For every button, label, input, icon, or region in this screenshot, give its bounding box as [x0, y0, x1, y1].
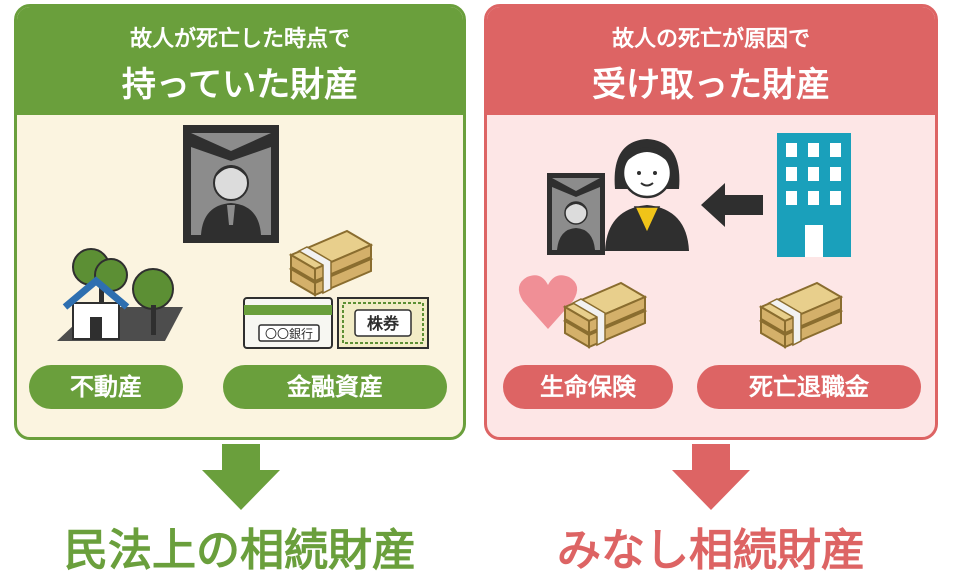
down-arrow-icon — [672, 444, 750, 510]
left-arrow-icon — [701, 183, 763, 227]
bank-card-label: 〇〇銀行 — [265, 327, 313, 341]
left-header-line2: 持っていた財産 — [121, 65, 359, 105]
down-arrow-icon — [202, 444, 280, 510]
memorial-portrait-icon — [183, 125, 279, 243]
left-panel: 故人が死亡した時点で 持っていた財産 — [14, 4, 466, 440]
pill-life-insurance: 生命保険 — [503, 365, 673, 409]
right-header-line1: 故人の死亡が原因で — [611, 27, 810, 52]
money-bundle-icon — [758, 281, 844, 349]
pill-real-estate: 不動産 — [29, 365, 183, 409]
left-panel-header: 故人が死亡した時点で 持っていた財産 — [17, 7, 463, 115]
money-bundle-icon — [288, 229, 374, 297]
memorial-portrait-icon — [547, 173, 605, 255]
house-with-trees-icon — [57, 248, 183, 341]
pill-death-retirement: 死亡退職金 — [697, 365, 921, 409]
stock-certificate-icon: 株券 — [337, 297, 429, 349]
bank-card-icon: 〇〇銀行 — [243, 297, 333, 349]
money-bundle-icon — [562, 281, 648, 349]
heart-icon — [518, 275, 578, 329]
right-panel: 故人の死亡が原因で 受け取った財産 — [484, 4, 938, 440]
pill-financial-assets: 金融資産 — [223, 365, 447, 409]
person-icon — [605, 139, 689, 251]
stock-label: 株券 — [367, 314, 400, 333]
right-header-line2: 受け取った財産 — [592, 65, 830, 105]
office-building-icon — [777, 133, 851, 257]
left-header-line1: 故人が死亡した時点で — [129, 27, 350, 52]
right-panel-header: 故人の死亡が原因で 受け取った財産 — [487, 7, 935, 115]
right-bottom-title: みなし相続財産 — [557, 525, 865, 576]
left-bottom-title: 民法上の相続財産 — [64, 525, 416, 576]
